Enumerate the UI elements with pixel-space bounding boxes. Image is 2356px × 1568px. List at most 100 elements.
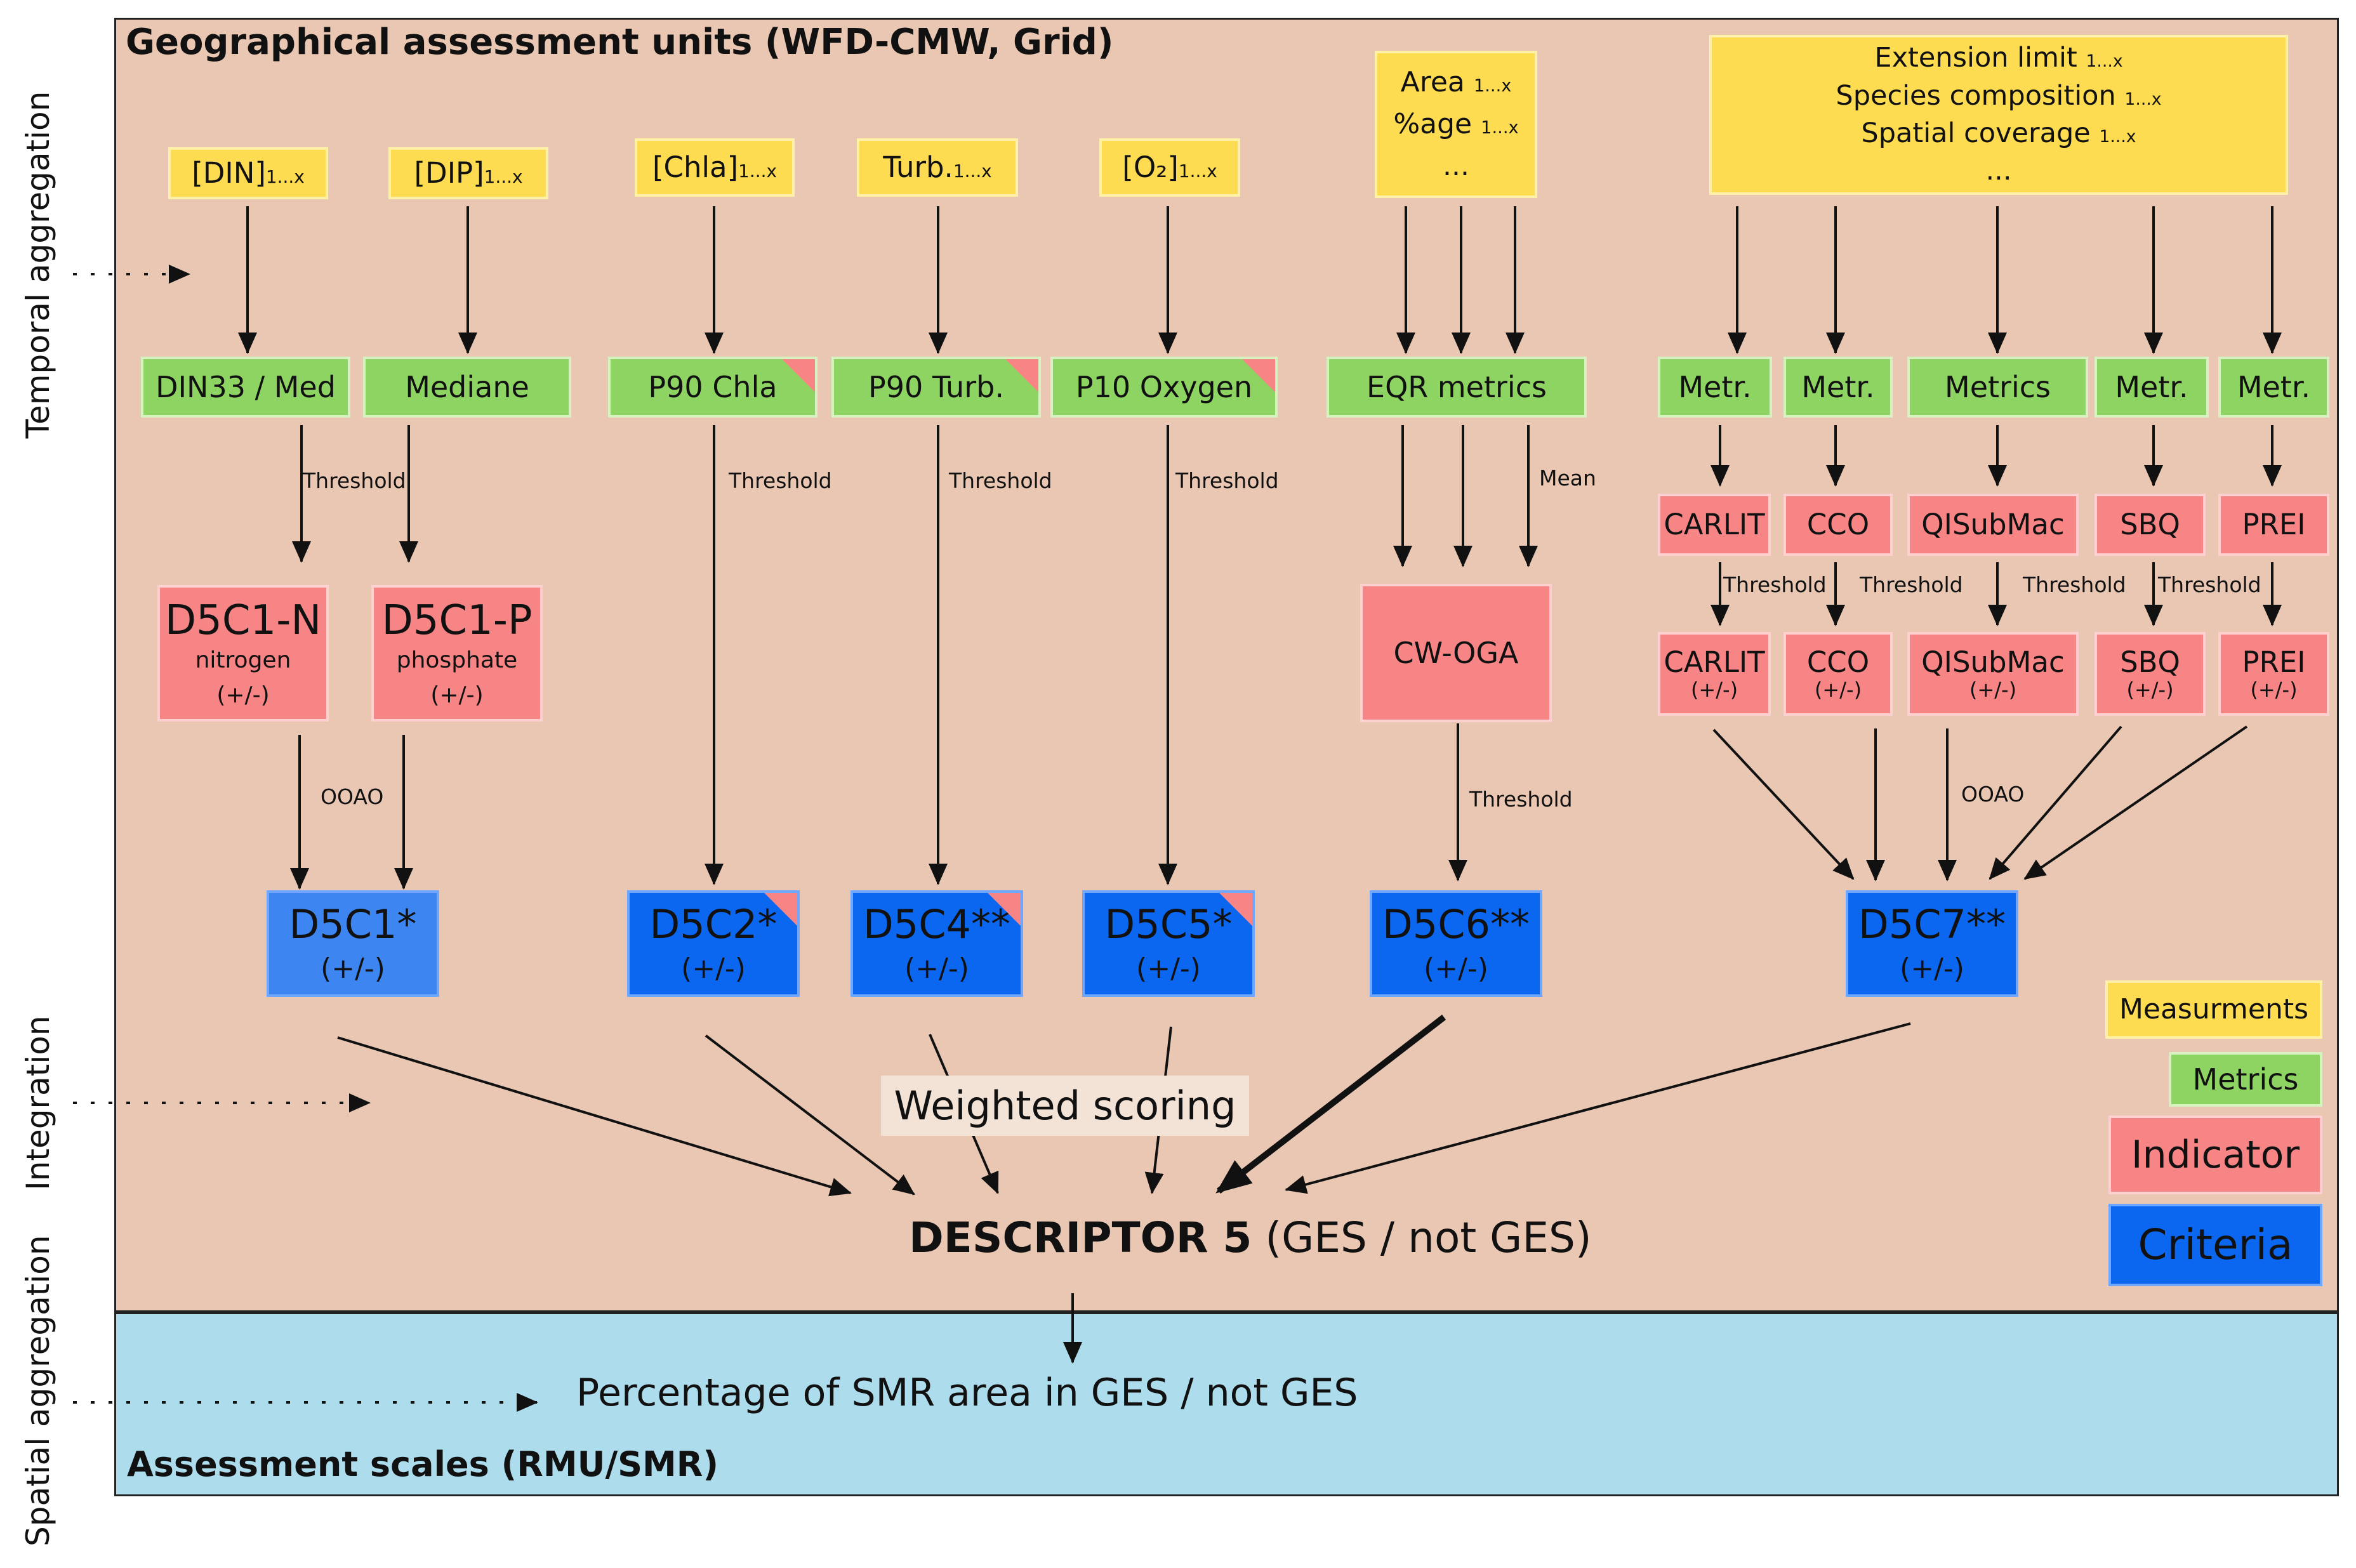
cco-status-name: CCO [1806, 645, 1870, 679]
legend-indicator: Indicator [2108, 1116, 2322, 1194]
dip-measurement: [DIP]1...x [388, 147, 548, 199]
sbq-status-sign: (+/-) [2126, 678, 2174, 702]
d5c1-n-sign: (+/-) [216, 682, 270, 709]
turb-range: 1...x [953, 161, 992, 182]
age-label: %age [1393, 108, 1472, 140]
d5c5-criterion-name: D5C5* [1104, 901, 1233, 948]
threshold-label-turb: Threshold [949, 468, 1052, 493]
dip-range: 1...x [484, 166, 523, 188]
prei-status-indicator: PREI (+/-) [2218, 632, 2329, 716]
spatial-coverage-label: Spatial coverage [1861, 117, 2091, 149]
descriptor-5: DESCRIPTOR 5 (GES / not GES) [909, 1213, 1592, 1262]
ooao-label-nutrients: OOAO [321, 784, 384, 809]
d5c5-criterion-sign: (+/-) [1136, 952, 1201, 985]
top-panel-title: Geographical assessment units (WFD-CMW, … [126, 22, 1114, 63]
din33-metric: DIN33 / Med [141, 357, 350, 418]
d5c1-criterion-sign: (+/-) [321, 952, 385, 985]
p10-oxygen-label: P10 Oxygen [1075, 369, 1253, 404]
d5c1-n-indicator: D5C1-N nitrogen (+/-) [157, 585, 329, 721]
metric-qisubmac: Metrics [1907, 357, 2088, 418]
sbq-status-indicator: SBQ (+/-) [2095, 632, 2206, 716]
extension-limit-label: Extension limit [1874, 42, 2077, 74]
sbq-status-name: SBQ [2120, 645, 2180, 679]
qisubmac-indicator: QISubMac [1907, 494, 2079, 556]
din-range: 1...x [265, 166, 305, 188]
carlit-status-sign: (+/-) [1690, 678, 1738, 702]
d5c1-p-sign: (+/-) [430, 682, 484, 709]
p90-chla-metric: P90 Chla [608, 357, 817, 418]
d5c1-n-title: D5C1-N [164, 597, 322, 645]
species-composition-range: 1...x [2124, 89, 2162, 109]
qisubmac-status-indicator: QISubMac (+/-) [1907, 632, 2079, 716]
mean-label: Mean [1539, 466, 1596, 491]
dip-label: [DIP] [414, 156, 484, 190]
chla-range: 1...x [738, 161, 777, 182]
d5c2-criterion: D5C2* (+/-) [627, 890, 800, 997]
chla-label: [Chla] [652, 150, 739, 185]
legend-criteria: Criteria [2108, 1204, 2322, 1286]
age-range: 1...x [1481, 118, 1519, 138]
mediane-metric: Mediane [363, 357, 571, 418]
d5c1-p-indicator: D5C1-P phosphate (+/-) [371, 585, 543, 721]
cco-indicator: CCO [1784, 494, 1893, 556]
area-measurement: Area 1...x %age 1...x ... [1375, 51, 1537, 198]
ooao-label-macrophytes: OOAO [1961, 782, 2025, 807]
metric-cco: Metr. [1784, 357, 1893, 418]
percentage-ges-label: Percentage of SMR area in GES / not GES [576, 1371, 1358, 1415]
macrophyte-measurements: Extension limit 1...x Species compositio… [1709, 35, 2288, 195]
d5c1-criterion-name: D5C1* [289, 901, 417, 948]
threshold-label-qisubmac: Threshold [2023, 572, 2126, 597]
carlit-indicator: CARLIT [1658, 494, 1771, 556]
qisubmac-status-name: QISubMac [1921, 645, 2065, 679]
threshold-label-carlit: Threshold [1723, 572, 1827, 597]
cw-oga-indicator: CW-OGA [1360, 584, 1552, 722]
d5c1-n-subtitle: nitrogen [195, 647, 291, 673]
area-range: 1...x [1473, 76, 1512, 96]
p90-turb-metric: P90 Turb. [831, 357, 1041, 418]
d5c2-criterion-sign: (+/-) [681, 952, 746, 985]
threshold-label-cwoga: Threshold [1469, 787, 1573, 812]
area-label: Area [1400, 66, 1465, 98]
turb-measurement: Turb.1...x [857, 138, 1018, 197]
macrophyte-ellipsis: ... [1985, 155, 2012, 187]
o2-measurement: [O₂]1...x [1099, 138, 1240, 197]
turb-label: Turb. [883, 150, 953, 185]
d5c4-criterion: D5C4** (+/-) [850, 890, 1023, 997]
d5c6-criterion-sign: (+/-) [1424, 952, 1488, 985]
assessment-scales-panel [114, 1312, 2339, 1496]
o2-range: 1...x [1178, 161, 1217, 182]
p90-turb-label: P90 Turb. [868, 369, 1004, 404]
din-measurement: [DIN]1...x [168, 147, 328, 199]
threshold-label-cco: Threshold [1860, 572, 1963, 597]
d5c1-criterion: D5C1* (+/-) [267, 890, 439, 997]
spatial-coverage-range: 1...x [2099, 127, 2136, 147]
descriptor-status: (GES / not GES) [1252, 1213, 1592, 1262]
species-composition-label: Species composition [1836, 79, 2116, 112]
d5c4-criterion-sign: (+/-) [904, 952, 969, 985]
d5c1-p-subtitle: phosphate [396, 647, 518, 673]
p10-oxygen-metric: P10 Oxygen [1050, 357, 1278, 418]
din-label: [DIN] [192, 156, 266, 190]
prei-status-sign: (+/-) [2250, 678, 2298, 702]
o2-label: [O₂] [1122, 150, 1179, 185]
extension-limit-range: 1...x [2086, 51, 2123, 72]
chla-measurement: [Chla]1...x [635, 138, 795, 197]
legend-metrics: Metrics [2169, 1052, 2322, 1107]
d5c7-criterion-name: D5C7** [1858, 901, 2006, 948]
qisubmac-status-sign: (+/-) [1969, 678, 2017, 702]
metric-sbq: Metr. [2095, 357, 2209, 418]
area-ellipsis: ... [1443, 150, 1469, 182]
metric-carlit: Metr. [1658, 357, 1772, 418]
d5c7-criterion: D5C7** (+/-) [1846, 890, 2018, 997]
prei-status-name: PREI [2242, 645, 2306, 679]
threshold-label-chla: Threshold [729, 468, 832, 493]
threshold-label-sbq: Threshold [2158, 572, 2261, 597]
cco-status-sign: (+/-) [1814, 678, 1862, 702]
weighted-scoring-label: Weighted scoring [881, 1076, 1249, 1136]
eqr-metrics: EQR metrics [1327, 357, 1587, 418]
carlit-status-name: CARLIT [1664, 645, 1765, 679]
threshold-label-oxygen: Threshold [1175, 468, 1279, 493]
carlit-status-indicator: CARLIT (+/-) [1658, 632, 1771, 716]
legend-measurements: Measurments [2105, 980, 2322, 1039]
